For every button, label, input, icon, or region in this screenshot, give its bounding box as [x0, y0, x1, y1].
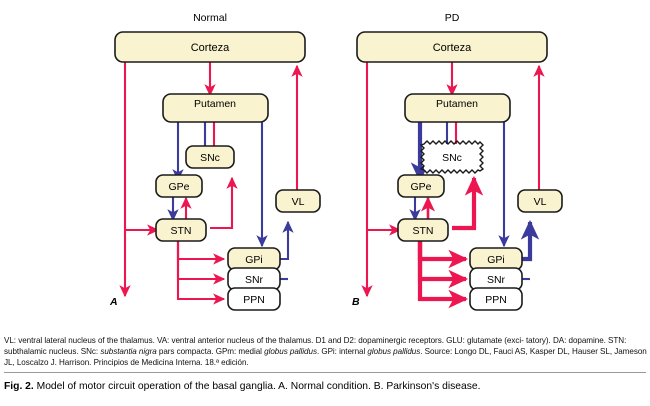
- node-label: SNc: [200, 152, 220, 164]
- node-stn-pd[interactable]: STN: [397, 218, 449, 242]
- footnote-line-2a: tatory). DA: dopamine. STN: subthalamic …: [4, 336, 627, 356]
- node-gpe-normal[interactable]: GPe: [155, 174, 203, 198]
- footnote-line-2b: pars compacta. GPm: medial: [156, 346, 265, 356]
- footnote-line-1: VL: ventral lateral nucleus of the thala…: [4, 336, 524, 345]
- figure-caption: Fig. 2. Model of motor circuit operation…: [4, 380, 648, 394]
- footnote-italic-globus-pallidus-2: globus pallidus: [367, 346, 421, 356]
- node-vl-normal[interactable]: VL: [275, 189, 321, 213]
- node-snc-normal[interactable]: SNc: [185, 145, 235, 169]
- node-label: STN: [413, 225, 434, 237]
- node-corteza-pd[interactable]: Corteza: [356, 31, 548, 63]
- basal-ganglia-diagram: Normal: [109, 12, 563, 311]
- node-label: Putamen: [194, 98, 236, 110]
- node-label: GPe: [410, 181, 431, 193]
- footnote-line-2d: .: [420, 346, 423, 356]
- node-label: VL: [292, 196, 305, 208]
- nodes-normal: Corteza Putamen SNc GPe: [114, 31, 321, 311]
- node-snr-normal[interactable]: SNr: [227, 267, 281, 291]
- figure-footnote: VL: ventral lateral nucleus of the thala…: [4, 336, 648, 369]
- edge-stn-gpi: [176, 240, 226, 265]
- panel-letter-a: A: [109, 296, 118, 308]
- caption-divider-rule: [4, 372, 646, 373]
- footnote-italic-substantia-nigra: substantia nigra: [100, 346, 157, 356]
- edge-stn-ppn: [176, 240, 226, 305]
- node-label: SNr: [245, 274, 264, 286]
- connectors-normal: [119, 62, 303, 305]
- node-label: VL: [534, 196, 547, 208]
- node-label: SNr: [487, 274, 506, 286]
- node-snc-pd-degenerated[interactable]: SNc: [419, 140, 485, 174]
- edge-gpi-vl: [278, 220, 294, 261]
- edge-stn-gpi: [417, 240, 469, 269]
- edge-gpi-vl: [520, 219, 540, 262]
- node-label: PPN: [485, 294, 507, 306]
- node-corteza-normal[interactable]: Corteza: [114, 31, 306, 63]
- footnote-source-line: Source: Longo DL, Fauci AS, Kasper DL, H…: [4, 346, 647, 367]
- footnote-italic-globus-pallidus-1: globus pallidus: [264, 346, 317, 356]
- node-ppn-normal[interactable]: PPN: [227, 287, 281, 311]
- node-ppn-pd[interactable]: PPN: [469, 287, 523, 311]
- edge-stn-snc: [452, 175, 484, 231]
- node-putamen-normal[interactable]: Putamen: [162, 93, 269, 123]
- edge-stn-ppn: [417, 240, 469, 309]
- node-gpi-pd[interactable]: GPi: [469, 247, 523, 271]
- node-label: Corteza: [191, 42, 230, 54]
- node-label: PPN: [243, 294, 265, 306]
- node-label: GPi: [245, 254, 263, 266]
- node-label: Corteza: [433, 42, 472, 54]
- connectors-pd: [361, 62, 545, 309]
- caption-figure-number: Fig. 2.: [4, 381, 34, 392]
- node-label: STN: [171, 225, 192, 237]
- diagram-area: Normal: [109, 12, 563, 311]
- node-label: GPe: [168, 181, 189, 193]
- panel-pd: PD: [352, 12, 563, 311]
- node-gpe-pd[interactable]: GPe: [397, 174, 445, 198]
- node-putamen-pd[interactable]: Putamen: [404, 93, 511, 123]
- panel-letter-b: B: [352, 296, 360, 308]
- node-snr-pd[interactable]: SNr: [469, 267, 523, 291]
- caption-text: Model of motor circuit operation of the …: [36, 381, 481, 392]
- node-label: SNc: [442, 152, 462, 164]
- node-stn-normal[interactable]: STN: [155, 218, 207, 242]
- nodes-pd: Corteza Putamen SNc GPe: [356, 31, 563, 311]
- edge-stn-snc: [210, 176, 238, 230]
- panel-normal: Normal: [109, 12, 321, 311]
- node-label: Putamen: [436, 98, 478, 110]
- node-gpi-normal[interactable]: GPi: [227, 247, 281, 271]
- node-vl-pd[interactable]: VL: [517, 189, 563, 213]
- panel-title-normal: Normal: [193, 12, 227, 24]
- footnote-line-2c: . GPi: internal: [316, 346, 368, 356]
- node-label: GPi: [487, 254, 505, 266]
- panel-title-pd: PD: [445, 12, 460, 24]
